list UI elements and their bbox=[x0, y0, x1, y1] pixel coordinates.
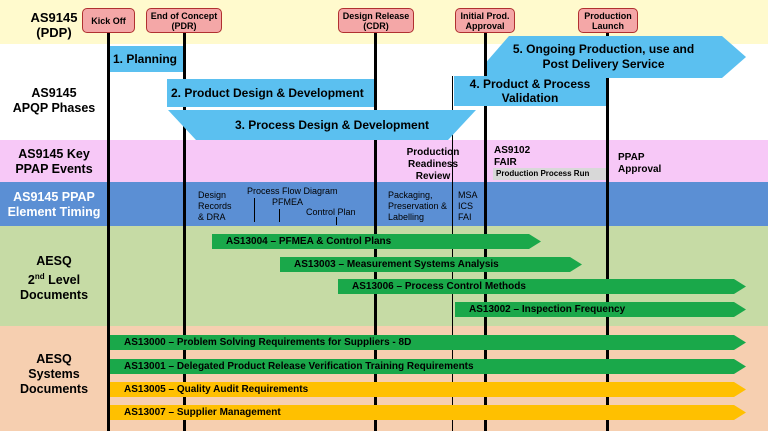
pfmea-tick bbox=[279, 209, 280, 222]
phase-5-label: 5. Ongoing Production, use and Post Deli… bbox=[512, 42, 695, 71]
phase-3-label: 3. Process Design & Development bbox=[234, 118, 430, 132]
phase-3-process-design: 3. Process Design & Development bbox=[168, 110, 476, 140]
production-launch-line bbox=[606, 33, 609, 431]
event-ppap-approval: PPAP Approval bbox=[618, 152, 662, 175]
initial-approval-line bbox=[484, 33, 487, 431]
ppap-events-band bbox=[0, 140, 768, 182]
doc-as13004: AS13004 – PFMEA & Control Plans bbox=[212, 234, 541, 249]
event-fair: AS9102 FAIR bbox=[494, 145, 531, 168]
milestone-end-concept: End of Concept (PDR) bbox=[146, 8, 222, 33]
doc-as13002-label: AS13002 – Inspection Frequency bbox=[469, 304, 626, 315]
readiness-line bbox=[452, 76, 453, 431]
doc-as13004-label: AS13004 – PFMEA & Control Plans bbox=[226, 236, 392, 247]
timing-pfmea: PFMEA bbox=[272, 197, 304, 207]
milestone-initial-approval: Initial Prod. Approval bbox=[455, 8, 515, 33]
design-release-line bbox=[374, 33, 377, 431]
phase-2-product-design: 2. Product Design & Development bbox=[167, 79, 374, 107]
milestone-kickoff: Kick Off bbox=[82, 8, 135, 33]
doc-as13005: AS13005 – Quality Audit Requirements bbox=[110, 382, 746, 397]
doc-as13000-label: AS13000 – Problem Solving Requirements f… bbox=[124, 337, 412, 348]
timing-process-flow-diagram: Process Flow Diagram bbox=[247, 186, 338, 196]
milestone-production-launch: Production Launch bbox=[578, 8, 638, 33]
doc-as13003: AS13003 – Measurement Systems Analysis bbox=[280, 257, 582, 272]
phase-4-label: 4. Product & Process Validation bbox=[469, 77, 591, 105]
phase-2-label: 2. Product Design & Development bbox=[171, 86, 364, 100]
phase-1-planning: 1. Planning bbox=[110, 46, 183, 72]
milestone-design-release: Design Release (CDR) bbox=[338, 8, 414, 33]
doc-as13001-label: AS13001 – Delegated Product Release Veri… bbox=[124, 361, 474, 372]
row-label-ppap-timing: AS9145 PPAP Element Timing bbox=[7, 190, 101, 219]
row-label-ppap-events: AS9145 Key PPAP Events bbox=[15, 147, 93, 176]
phase-4-validation: 4. Product & Process Validation bbox=[454, 76, 606, 106]
kickoff-line bbox=[107, 33, 110, 431]
control-plan-tick bbox=[336, 217, 337, 225]
milestone-design-release-label: Design Release (CDR) bbox=[342, 10, 410, 31]
end-concept-line bbox=[183, 33, 186, 431]
doc-as13001: AS13001 – Delegated Product Release Veri… bbox=[110, 359, 746, 374]
row-label-pdp: AS9145 (PDP) bbox=[30, 10, 78, 40]
process-run-bar: Production Process Run bbox=[493, 168, 606, 180]
milestone-kickoff-label: Kick Off bbox=[91, 15, 126, 26]
doc-as13003-label: AS13003 – Measurement Systems Analysis bbox=[294, 259, 499, 270]
milestone-production-launch-label: Production Launch bbox=[584, 10, 632, 31]
row-label-apqp: AS9145 APQP Phases bbox=[12, 86, 96, 115]
phase-5-ongoing-production: 5. Ongoing Production, use and Post Deli… bbox=[487, 36, 746, 78]
row-label-aesq-2nd-level: AESQ 2nd Level Documents bbox=[0, 254, 108, 303]
doc-as13006: AS13006 – Process Control Methods bbox=[338, 279, 746, 294]
process-flow-tick bbox=[254, 198, 255, 222]
timing-msa-ics-fai: MSA ICS FAI bbox=[458, 190, 478, 222]
milestone-end-concept-label: End of Concept (PDR) bbox=[150, 10, 218, 31]
timing-packaging: Packaging, Preservation & Labelling bbox=[388, 190, 448, 222]
row-label-aesq-2nd-sup: nd bbox=[34, 272, 45, 281]
doc-as13000: AS13000 – Problem Solving Requirements f… bbox=[110, 335, 746, 350]
row-label-aesq-2nd-b: Level Documents bbox=[19, 273, 89, 303]
doc-as13007-label: AS13007 – Supplier Management bbox=[124, 407, 281, 418]
ppap-timing-band bbox=[0, 182, 768, 226]
timing-control-plan: Control Plan bbox=[306, 207, 356, 217]
doc-as13007: AS13007 – Supplier Management bbox=[110, 405, 746, 420]
milestone-initial-approval-label: Initial Prod. Approval bbox=[460, 10, 510, 31]
event-production-readiness-review: Production Readiness Review bbox=[406, 147, 460, 182]
row-label-aesq-systems: AESQ Systems Documents bbox=[19, 352, 89, 396]
phase-1-label: 1. Planning bbox=[113, 52, 178, 66]
doc-as13006-label: AS13006 – Process Control Methods bbox=[352, 281, 526, 292]
timing-design-records: Design Records & DRA bbox=[198, 190, 232, 222]
process-run-label: Production Process Run bbox=[496, 169, 590, 178]
doc-as13005-label: AS13005 – Quality Audit Requirements bbox=[124, 384, 309, 395]
row-label-aesq-2nd-a: AESQ 2 bbox=[27, 254, 72, 288]
doc-as13002: AS13002 – Inspection Frequency bbox=[455, 302, 746, 317]
